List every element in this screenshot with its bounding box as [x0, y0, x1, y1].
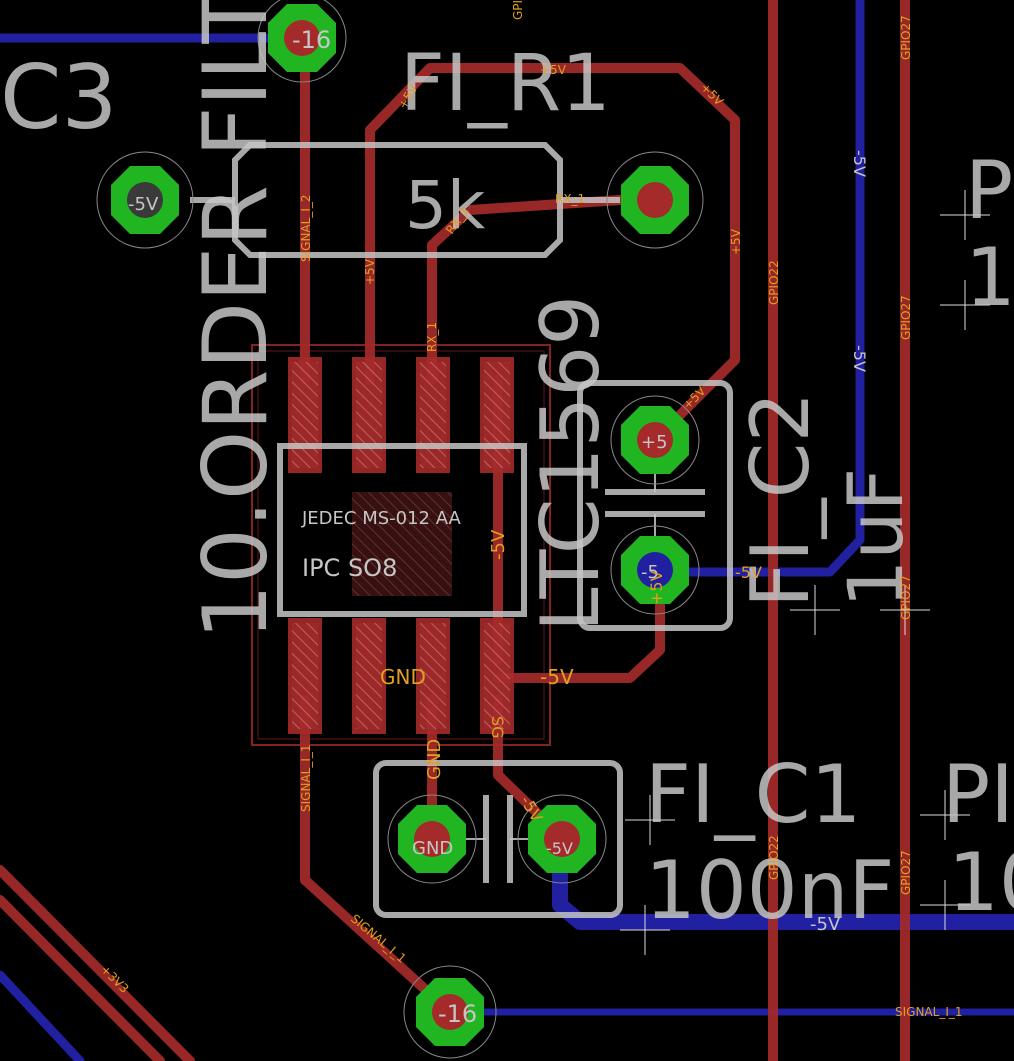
net-label-plus5v-c: +5V [729, 228, 743, 255]
ic-ltc1569[interactable]: JEDEC MS-012 AA IPC SO8 [251, 344, 551, 746]
trace-minus5v-c2[interactable] [655, 0, 865, 577]
pad-c1-left[interactable]: GND [387, 794, 477, 884]
pad-top-via-label: -16 [292, 26, 331, 54]
pad-bottom-via[interactable]: -16 [403, 965, 497, 1059]
trace-bottom-left-diag[interactable] [0, 970, 85, 1061]
pad-c1-left-label: GND [412, 838, 453, 859]
pad-top-via[interactable]: -16 [257, 0, 347, 83]
trace-signal-i1[interactable] [300, 695, 455, 1017]
pad-c2-bottom[interactable]: -5 [610, 525, 700, 615]
net-label-gpio22-b: GPIO22 [767, 835, 781, 880]
ic-exposed-pad [352, 492, 452, 596]
net-label-signal-i2: SIGNAL_I_2 [299, 195, 313, 263]
net-label-gpio22-a: GPIO22 [767, 260, 781, 305]
net-label-minus5v-ic: -5V [488, 529, 509, 560]
pad-c1-right-label: -5V [546, 839, 573, 858]
net-label-plus5v-c2: +5V [647, 570, 666, 605]
cap1-value-label: 100nF [645, 844, 894, 937]
origin-markers [620, 190, 990, 955]
ic-body-outline [277, 443, 527, 617]
filter-label-rotated: 10.ORDER FILT [184, 0, 287, 640]
trace-minus5v-to-c2[interactable] [493, 565, 665, 683]
edge-label-pi-num: 10 [948, 836, 1014, 929]
pad-left-label: -5V [128, 194, 159, 215]
net-label-gpio27-b: GPIO27 [899, 295, 913, 340]
trace-plus3v3-a[interactable] [0, 865, 195, 1061]
pad-resistor-right[interactable] [606, 151, 704, 249]
net-label-gpio-top: GPIO27 [511, 0, 525, 20]
pad-c1-right[interactable]: -5V [517, 794, 607, 884]
pad-c2-top-label: +5 [641, 432, 668, 453]
cap1-name-label: FI_C1 [645, 748, 861, 841]
net-label-gpio27-d: GPIO27 [899, 850, 913, 895]
edge-label-p: P [965, 144, 1013, 237]
net-label-minus5v-bottom-c: -5V [810, 914, 841, 935]
cap2-name-label: FI_C2 [734, 392, 827, 608]
pads: -16 -5V +5 -5 GND [96, 0, 704, 1059]
cap2-value-label: 1uF [831, 468, 920, 608]
net-label-minus5v-trace: -5V [540, 665, 574, 689]
pad-resistor-left[interactable]: -5V [96, 151, 194, 249]
resistor-name-label: FI_R1 [400, 39, 611, 129]
edge-label-pi: PI [942, 748, 1014, 841]
net-label-signal-i1-a: SIGNAL_I_1 [299, 745, 313, 813]
pad-c2-bottom-label: -5 [641, 562, 659, 583]
silkscreen-labels: C3 FI_R1 5k 10.ORDER FILT LTC1569 FI_C2 … [0, 0, 1014, 937]
edge-label-p-num: 1 [965, 231, 1014, 324]
trace-plus3v3-b[interactable] [0, 895, 165, 1061]
net-label-plus5v-top: +5V [540, 63, 567, 77]
capacitor-fi-c2[interactable] [577, 380, 733, 631]
net-label-gpio27-c: GPIO27 [899, 575, 913, 620]
ic-package-line2: IPC SO8 [302, 554, 397, 582]
pad-bottom-via-label: -16 [438, 1000, 477, 1028]
edge-label-c3: C3 [0, 46, 117, 149]
net-label-minus5v-c2: -5V [735, 563, 762, 582]
net-label-gpio27-a: GPIO27 [899, 15, 913, 60]
net-label-signal-i1-c: SIGNAL_I_1 [895, 1005, 963, 1019]
ic-name-label: LTC1569 [524, 295, 617, 632]
pad-c2-top[interactable]: +5 [610, 395, 700, 485]
net-label-plus5v-d: +5V [363, 258, 377, 285]
resistor-fi-r1[interactable] [190, 142, 620, 258]
net-label-rx1-a: RX_1 [555, 192, 585, 206]
net-label-minus5v-bottom-b: -5V [850, 345, 869, 372]
net-label-sg: SG [488, 716, 507, 739]
net-label-gnd-pin: GND [380, 665, 426, 689]
net-label-rx1-c: RX_1 [425, 322, 439, 352]
resistor-value-label: 5k [405, 167, 486, 244]
net-label-minus5v-bottom-a: -5V [850, 150, 869, 177]
ic-pads-bottom-row [288, 618, 514, 734]
ic-pads-top-row [288, 357, 514, 473]
trace-plus5v[interactable] [365, 63, 740, 445]
capacitor-fi-c1[interactable] [373, 760, 623, 918]
net-label-signal-i1-b: SIGNAL_I_1 [348, 912, 409, 966]
ic-package-line1: JEDEC MS-012 AA [301, 508, 462, 529]
net-label-gnd-trace: GND [424, 739, 445, 780]
